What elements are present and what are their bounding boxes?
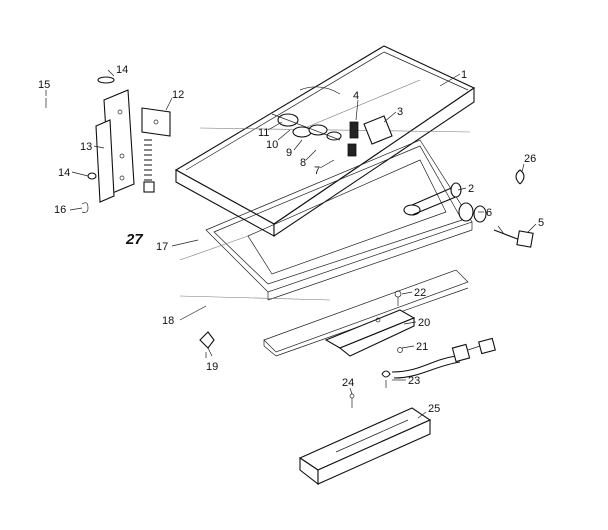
callout-26: 26 xyxy=(524,153,536,165)
callout-22: 22 xyxy=(414,287,426,299)
callout-15: 15 xyxy=(38,79,50,91)
callout-25: 25 xyxy=(428,403,440,415)
callout-14-top: 14 xyxy=(116,64,128,76)
leader-lines xyxy=(45,69,537,419)
part-24-screw xyxy=(349,393,355,408)
callout-20: 20 xyxy=(418,317,430,329)
part-27-spring xyxy=(143,139,155,193)
part-cover-lid xyxy=(174,45,476,238)
callout-21: 21 xyxy=(416,341,428,353)
part-frame xyxy=(179,127,473,301)
part-15-16-pins xyxy=(45,98,89,213)
callout-11: 11 xyxy=(258,127,269,139)
callout-16: 16 xyxy=(54,204,66,216)
callout-23: 23 xyxy=(408,375,420,387)
callout-5: 5 xyxy=(538,217,544,229)
part-25-tray xyxy=(298,407,432,486)
callout-8: 8 xyxy=(300,157,306,169)
part-5-key xyxy=(493,225,534,248)
callout-12: 12 xyxy=(172,89,184,101)
part-2-shaft xyxy=(403,182,462,216)
callout-27: 27 xyxy=(125,231,143,248)
callout-6: 6 xyxy=(486,207,492,219)
part-23-clip xyxy=(381,370,391,388)
callout-3: 3 xyxy=(397,106,403,118)
callout-2: 2 xyxy=(468,183,474,195)
part-13-hinge-bracket xyxy=(95,89,135,203)
part-26-spring-clip xyxy=(515,169,525,185)
part-3-4-switch xyxy=(347,115,393,157)
callout-1: 1 xyxy=(461,69,467,81)
part-8-11-fasteners xyxy=(271,86,342,141)
callout-9: 9 xyxy=(286,147,292,159)
callout-17: 17 xyxy=(156,241,168,253)
callout-4: 4 xyxy=(353,90,359,102)
callout-24: 24 xyxy=(342,377,354,389)
part-6-knob xyxy=(458,202,487,223)
callout-labels: 1 2 3 4 5 6 7 8 9 10 11 12 13 14 14 15 1… xyxy=(38,64,544,415)
callout-7: 7 xyxy=(314,165,320,177)
part-20-bracket xyxy=(324,309,416,357)
callout-19: 19 xyxy=(206,361,218,373)
part-21-cord xyxy=(391,337,496,379)
callout-14-bottom: 14 xyxy=(58,167,70,179)
callout-18: 18 xyxy=(162,315,174,327)
part-19-clip xyxy=(199,331,215,357)
part-22-screw xyxy=(394,290,402,306)
callout-10: 10 xyxy=(266,139,278,151)
part-14-screws xyxy=(87,76,115,180)
callout-13: 13 xyxy=(80,141,92,153)
part-12-plate xyxy=(141,107,171,137)
